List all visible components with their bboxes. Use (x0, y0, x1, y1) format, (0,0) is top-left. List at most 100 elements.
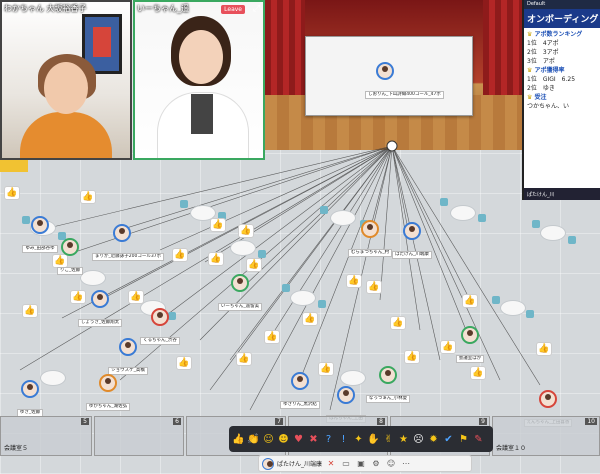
user-avatar[interactable]: くるちゃん_渋谷 (130, 308, 190, 349)
thumbs-up-reaction-icon: 👍 (128, 290, 144, 304)
exclamation-icon[interactable]: ! (341, 433, 346, 445)
leave-button[interactable]: Leave (221, 5, 245, 14)
chair (168, 312, 176, 320)
screen-share-icon[interactable]: ▣ (357, 459, 365, 468)
speaker-label: しおりん_下山詩織400コール_47ポ (365, 91, 444, 99)
avatar[interactable] (31, 216, 49, 234)
camera-icon[interactable]: ▭ (342, 459, 350, 468)
face-icon[interactable]: ☹ (413, 433, 424, 445)
user-avatar[interactable]: ショウスケ_高橋 (98, 338, 158, 379)
thumbs-up-reaction-icon: 👍 (176, 356, 192, 370)
thumbs-up-reaction-icon: 👍 (404, 350, 420, 364)
avatar[interactable] (403, 222, 421, 240)
chair (492, 296, 500, 304)
star-icon[interactable]: ★ (399, 433, 408, 445)
hand-raise-icon[interactable]: ✋ (367, 433, 380, 445)
check-icon[interactable]: ✔ (444, 433, 453, 445)
user-avatar[interactable]: むらまつちゃん_村 (340, 220, 400, 261)
user-avatar[interactable]: ゆきりん_黒沢結 (270, 372, 330, 413)
user-label: ゆみ_田部谷ゆ (22, 245, 58, 253)
reaction-toolbar[interactable]: 👍 👏 ☺ ☻ ♥ ✖ ? ! ✦ ✋ ✌ ★ ☹ ✹ ✔ ⚑ ✎ (229, 426, 493, 452)
avatar[interactable] (61, 238, 79, 256)
avatar[interactable] (151, 308, 169, 326)
panel-header[interactable]: Default (524, 0, 600, 9)
emoji-icon[interactable]: ☺ (386, 459, 396, 468)
my-avatar[interactable] (262, 457, 274, 470)
avatar[interactable] (291, 372, 309, 390)
thumbs-up-reaction-icon: 👍 (4, 186, 20, 200)
speaker-avatar[interactable] (376, 62, 394, 80)
avatar[interactable] (461, 326, 479, 344)
ranking-row: つかちゃん、い (527, 103, 570, 110)
user-label: ショウスケ_高橋 (108, 367, 148, 375)
user-avatar[interactable]: なっつぁん_小林夏 (358, 366, 418, 407)
heart-icon[interactable]: ♥ (294, 433, 303, 445)
avatar[interactable] (231, 274, 249, 292)
chair (58, 232, 66, 240)
avatar[interactable] (337, 386, 355, 404)
user-avatar[interactable]: いーちゃん_遥留美 (210, 274, 270, 315)
room-number: 8 (377, 418, 385, 425)
user-avatar[interactable]: ゆみ_田部谷ゆ (10, 216, 70, 257)
avatar[interactable] (539, 390, 557, 408)
meeting-room-6[interactable]: 6 (94, 416, 184, 456)
video-tile-wakachan[interactable]: わかちゃん 大坂裕香子 (0, 0, 132, 160)
room-number: 7 (275, 418, 283, 425)
more-icon[interactable]: ⋯ (402, 459, 411, 468)
user-avatar[interactable]: しょうき_佐藤翔太 (70, 290, 130, 331)
avatar[interactable] (361, 220, 379, 238)
ranking-row: 3位 アポ (527, 58, 555, 65)
settings-icon[interactable]: ⚙ (372, 459, 380, 468)
info-panel[interactable]: Default オンボーディング ♛ アポ数ランキング 1位 4アポ 2位 3ア… (522, 0, 600, 200)
chair (478, 214, 486, 222)
section-orders: ♛ 受注 (527, 94, 547, 101)
avatar[interactable] (21, 380, 39, 398)
avatar[interactable] (91, 290, 109, 308)
avatar[interactable] (99, 374, 117, 392)
table (190, 205, 216, 221)
thumbs-up-reaction-icon: 👍 (22, 304, 38, 318)
user-avatar[interactable]: ゆかちゃん_湖佐弘 (78, 374, 138, 415)
pin-icon[interactable]: ✎ (474, 433, 483, 445)
laugh-icon[interactable]: ☻ (278, 433, 289, 445)
video-name-label: いーちゃん_遥 (137, 4, 189, 13)
thumbs-up-reaction-icon: 👍 (390, 316, 406, 330)
user-avatar[interactable]: ゆき_佐藤 (0, 380, 60, 421)
avatar[interactable] (113, 224, 131, 242)
clap-icon[interactable]: 👏 (247, 433, 260, 445)
chair (532, 220, 540, 228)
flag-icon[interactable]: ⚑ (459, 433, 468, 445)
user-avatar[interactable]: 会議室ほか (440, 326, 500, 367)
room-number: 5 (81, 418, 89, 425)
user-avatar[interactable]: まりか_近藤詠子200コール37ポ (92, 224, 165, 265)
user-label: ゆきりん_黒沢結 (280, 401, 320, 409)
chair (440, 198, 448, 206)
smile-icon[interactable]: ☺ (263, 433, 274, 445)
question-icon[interactable]: ? (325, 433, 332, 445)
user-label: ゆかちゃん_湖佐弘 (85, 403, 131, 411)
ok-hand-icon[interactable]: ✌ (384, 433, 393, 445)
user-avatar[interactable]: りこ_佐藤 (40, 238, 100, 279)
mic-off-icon[interactable]: ✕ (327, 459, 335, 468)
my-name-label: ぱたけん_川端康 (277, 461, 323, 468)
avatar[interactable] (379, 366, 397, 384)
expand-icon[interactable]: ⤢ (252, 4, 260, 14)
party-icon[interactable]: ✦ (354, 433, 363, 445)
bottom-control-bar[interactable]: ぱたけん_川端康 ✕ ▭ ▣ ⚙ ☺ ⋯ (258, 455, 472, 472)
video-tile-iichan[interactable]: いーちゃん_遥 Leave ⤢ (133, 0, 265, 160)
user-avatar[interactable]: ぱたけん_川端康 (382, 222, 442, 263)
chair (22, 216, 30, 224)
section-appointment-rate: ♛ アポ獲得率 (527, 67, 565, 74)
thumbs-up-reaction-icon: 👍 (208, 252, 224, 266)
stage-speaker[interactable]: しおりん_下山詩織400コール_47ポ (365, 62, 444, 103)
crown-icon: ♛ (527, 94, 533, 101)
fire-icon[interactable]: ✹ (429, 433, 438, 445)
avatar[interactable] (119, 338, 137, 356)
thumbs-up-reaction-icon: 👍 (246, 258, 262, 272)
cross-icon[interactable]: ✖ (309, 433, 318, 445)
thumbs-up-icon[interactable]: 👍 (232, 433, 245, 445)
